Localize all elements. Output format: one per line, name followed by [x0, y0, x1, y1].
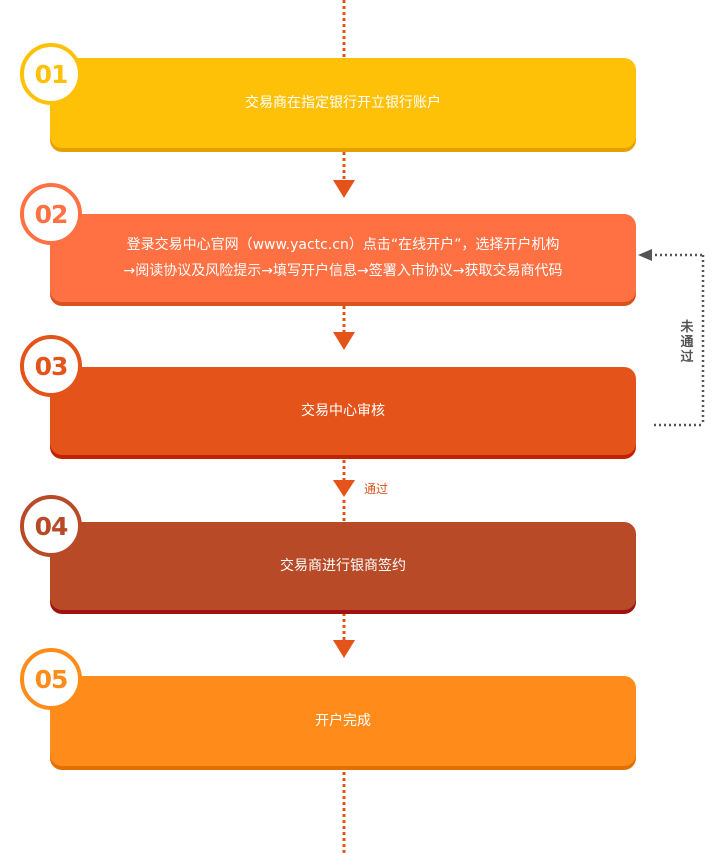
step-3-box: 交易中心审核 — [50, 367, 636, 455]
step-4-box: 交易商进行银商签约 — [50, 522, 636, 610]
step-4-badge: 04 — [20, 495, 82, 557]
arrow-1-2 — [333, 180, 355, 198]
step-3-text: 交易中心审核 — [301, 403, 385, 419]
step-2-text-line2: →阅读协议及风险提示→填写开户信息→签署入市协议→获取交易商代码 — [123, 263, 563, 279]
arrow-4-5 — [333, 640, 355, 658]
step-2-box: 登录交易中心官网（www.yactc.cn）点击“在线开户”，选择开户机构 →阅… — [50, 214, 636, 302]
step-3-number: 03 — [34, 351, 69, 381]
step-2-number: 02 — [34, 199, 69, 229]
step-4-number: 04 — [34, 511, 69, 541]
step-3-badge: 03 — [20, 335, 82, 397]
step-2-badge: 02 — [20, 183, 82, 245]
step-5-text: 开户完成 — [315, 713, 371, 729]
step-1-number: 01 — [34, 59, 69, 89]
step-1-text: 交易商在指定银行开立银行账户 — [245, 95, 441, 111]
arrow-3-4 — [333, 480, 355, 497]
step-4-text: 交易商进行银商签约 — [280, 558, 406, 574]
step-1-box: 交易商在指定银行开立银行账户 — [50, 58, 636, 148]
step-5-badge: 05 — [20, 648, 82, 710]
pass-label: 通过 — [364, 482, 389, 496]
step-5-box: 开户完成 — [50, 676, 636, 766]
step-1-badge: 01 — [20, 43, 82, 105]
step-2-text-line1: 登录交易中心官网（www.yactc.cn）点击“在线开户”，选择开户机构 — [126, 237, 560, 253]
arrow-2-3 — [333, 332, 355, 350]
step-5-number: 05 — [34, 664, 69, 694]
feedback-arrow — [638, 249, 652, 261]
fail-label: 未通过 — [680, 320, 694, 365]
